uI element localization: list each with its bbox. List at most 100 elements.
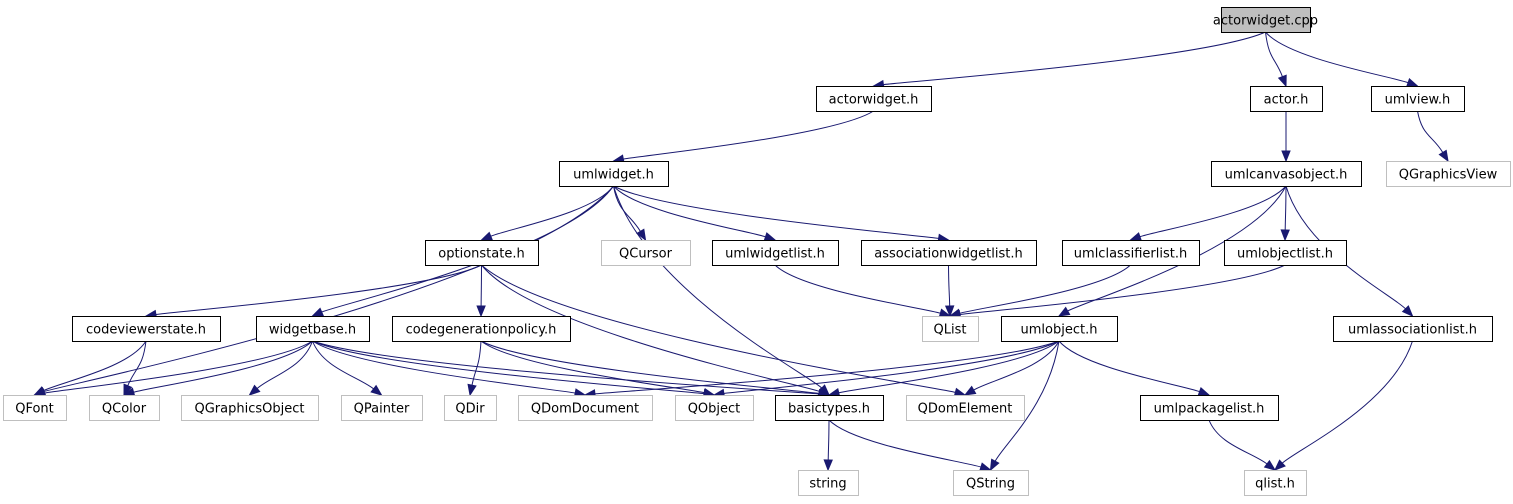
edge-line [723, 340, 1060, 394]
node-label: umlobjectlist.h [1237, 247, 1333, 262]
node-label: umlwidget.h [573, 168, 654, 183]
node-string: string [798, 470, 859, 496]
edge-line [480, 340, 705, 394]
edge-umlwidget-h-to-basictypes-h [613, 185, 830, 396]
node-label: qlist.h [1255, 477, 1295, 492]
node-actorwidget-cpp[interactable]: actorwidget.cpp [1213, 7, 1318, 33]
node-label: codeviewerstate.h [86, 323, 206, 338]
edge-line [43, 340, 147, 392]
node-box [1062, 240, 1200, 266]
arrowhead [123, 383, 133, 397]
node-umlpackagelist-h[interactable]: umlpackagelist.h [1140, 395, 1279, 421]
node-qcursor: QCursor [601, 240, 691, 266]
node-box [1211, 161, 1362, 187]
arrowhead [636, 228, 647, 242]
node-umlwidget-h[interactable]: umlwidget.h [559, 161, 669, 187]
node-basictypes-h[interactable]: basictypes.h [775, 395, 884, 421]
node-box [181, 395, 319, 421]
node-qlist-h: qlist.h [1244, 470, 1307, 496]
node-widgetbase-h[interactable]: widgetbase.h [256, 316, 370, 342]
node-umlcanvasobject-h[interactable]: umlcanvasobject.h [1211, 161, 1362, 187]
node-label: umlassociationlist.h [1348, 323, 1477, 338]
node-box [861, 240, 1037, 266]
edge-line [1285, 185, 1406, 310]
arrowhead [1438, 149, 1449, 163]
edge-line [613, 185, 823, 389]
node-box [906, 395, 1025, 421]
node-label: QColor [102, 402, 147, 417]
edge-line [321, 185, 614, 313]
node-codegenerationpolicy-h[interactable]: codegenerationpolicy.h [392, 316, 571, 342]
node-box [518, 395, 653, 421]
node-box [256, 316, 370, 342]
node-codeviewerstate-h[interactable]: codeviewerstate.h [72, 316, 221, 342]
node-qpainter: QPainter [341, 395, 423, 421]
edge-line [1058, 340, 1200, 393]
edge-umlwidget-h-to-qcursor [613, 185, 647, 242]
edge-line [44, 340, 313, 394]
edge-optionstate-h-to-codeviewerstate-h [144, 264, 482, 320]
node-optionstate-h[interactable]: optionstate.h [425, 240, 539, 266]
edge-line [312, 340, 374, 390]
node-umlobject-h[interactable]: umlobject.h [1001, 316, 1118, 342]
node-box [601, 240, 691, 266]
node-label: widgetbase.h [269, 323, 356, 338]
node-associationwidgetlist-h[interactable]: associationwidgetlist.h [861, 240, 1037, 266]
node-umlclassifierlist-h[interactable]: umlclassifierlist.h [1062, 240, 1200, 266]
edge-line [1067, 185, 1287, 312]
edge-line [1417, 110, 1444, 153]
node-label: codegenerationpolicy.h [406, 323, 557, 338]
edge-umlcanvasobject-h-to-umlassociationlist-h [1285, 185, 1414, 317]
node-label: QDomDocument [531, 402, 639, 417]
edge-actor-h-to-umlcanvasobject-h [1281, 111, 1291, 163]
edge-line [1281, 340, 1413, 464]
node-umlassociationlist-h[interactable]: umlassociationlist.h [1333, 316, 1493, 342]
arrowhead [763, 232, 777, 242]
node-box [1333, 316, 1493, 342]
node-actorwidget-h[interactable]: actorwidget.h [816, 86, 932, 112]
node-box [341, 395, 423, 421]
node-actor-h[interactable]: actor.h [1250, 86, 1323, 112]
node-umlwidgetlist-h[interactable]: umlwidgetlist.h [712, 240, 839, 266]
node-box [675, 395, 754, 421]
edge-line [959, 264, 1131, 314]
edge-line [828, 419, 982, 468]
arrowhead [467, 383, 477, 397]
edge-line [594, 340, 1060, 395]
node-label: QPainter [354, 402, 410, 417]
arrowhead [963, 385, 977, 396]
nodes-layer: actorwidget.cpp actorwidget.h actor.h umlvi… [3, 7, 1511, 496]
arrowhead [1129, 232, 1142, 242]
node-box [425, 240, 539, 266]
edge-umlcanvasobject-h-to-umlclassifierlist-h [1129, 185, 1287, 242]
edge-line [1284, 185, 1287, 231]
edge-umlwidget-h-to-associationwidgetlist-h [613, 185, 950, 244]
node-box [922, 316, 979, 342]
edge-widgetbase-h-to-qfont [33, 340, 313, 398]
edge-umlclassifierlist-h-to-qlist [948, 264, 1131, 318]
edge-line [480, 340, 820, 394]
node-qdomdocument: QDomDocument [518, 395, 653, 421]
edge-basictypes-h-to-string [823, 419, 833, 472]
node-qobject: QObject [675, 395, 754, 421]
node-box [798, 470, 859, 496]
arrowhead [248, 384, 261, 396]
arrowhead [1274, 459, 1286, 471]
node-label: QList [934, 323, 967, 338]
node-qdomelement: QDomElement [906, 395, 1025, 421]
node-label: umlwidgetlist.h [725, 247, 825, 262]
edge-line [613, 185, 766, 238]
edge-line [481, 264, 820, 392]
node-qgraphicsobject: QGraphicsObject [181, 395, 319, 421]
edge-widgetbase-h-to-qpainter [312, 340, 383, 396]
edge-widgetbase-h-to-qcolor [122, 340, 313, 397]
node-umlobjectlist-h[interactable]: umlobjectlist.h [1224, 240, 1347, 266]
node-qstring: QString [953, 470, 1029, 496]
node-label: umlview.h [1385, 93, 1451, 108]
node-box [72, 316, 221, 342]
node-box [1386, 161, 1511, 187]
node-umlview-h[interactable]: umlview.h [1371, 86, 1465, 112]
edge-line [959, 264, 1286, 315]
edge-umlwidget-h-to-widgetbase-h [311, 185, 614, 317]
